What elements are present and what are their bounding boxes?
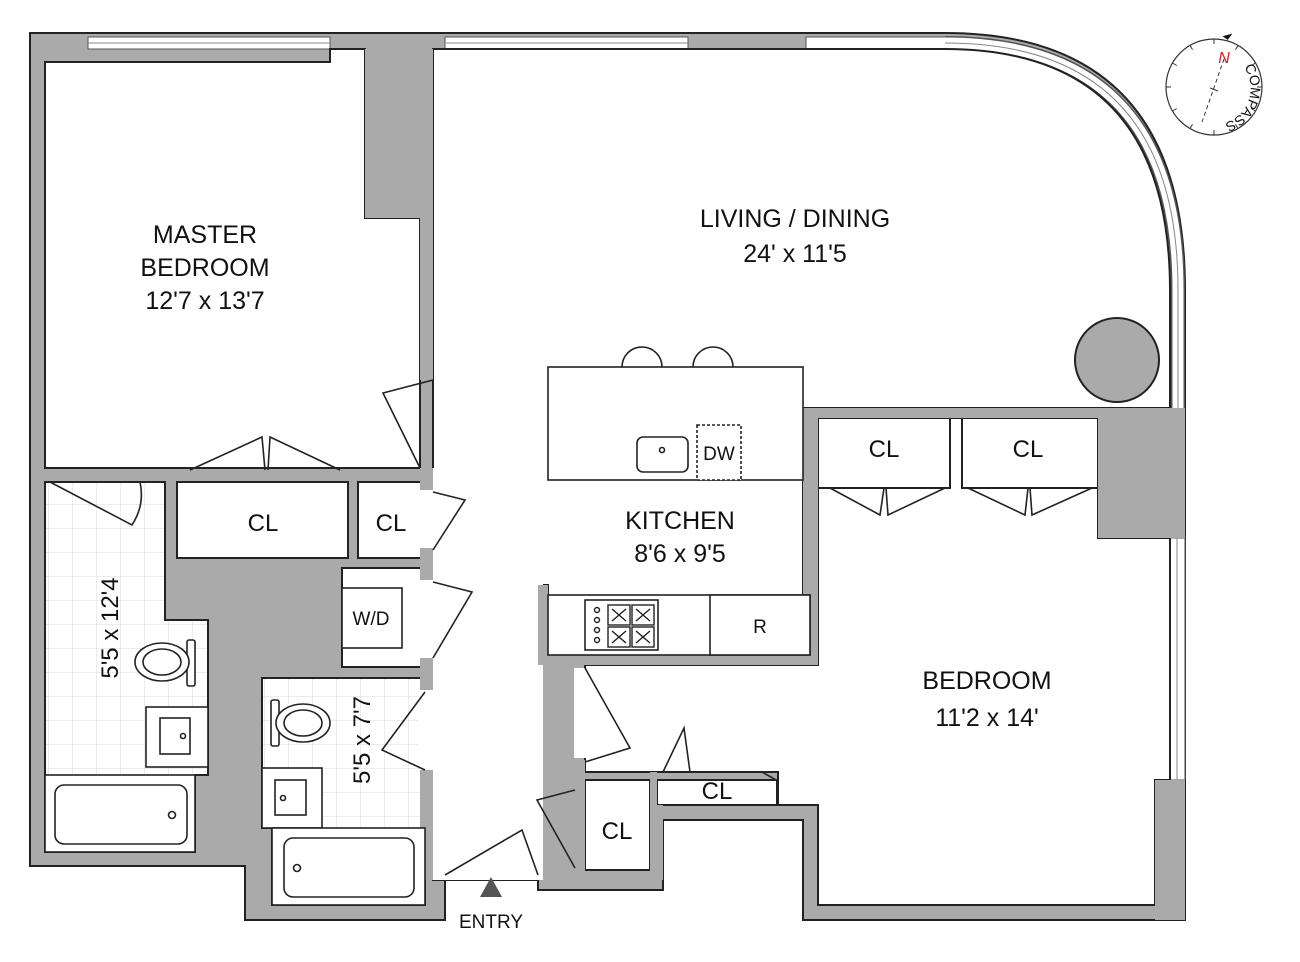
- entry-arrow-icon: [480, 877, 502, 897]
- closet-label: CL: [702, 778, 733, 805]
- bedroom-label: BEDROOM: [922, 667, 1051, 695]
- bedroom-closet-2: [961, 417, 1099, 489]
- bedroom-closet-1: [817, 417, 951, 489]
- entry-closet: [584, 779, 651, 871]
- closet-label: CL: [248, 510, 279, 537]
- compass-north: N: [1218, 50, 1230, 67]
- closet-label: CL: [1013, 436, 1044, 463]
- master-bath-fixtures: [44, 639, 209, 853]
- washer-dryer-label: W/D: [353, 609, 390, 630]
- sink: [636, 436, 689, 473]
- windows: [87, 36, 1186, 781]
- living-dining-label: LIVING / DINING: [700, 205, 890, 233]
- master-bath-size: 5'5 x 12'4: [97, 577, 124, 678]
- door-openings: [419, 490, 586, 770]
- closet-label: CL: [869, 436, 900, 463]
- bedroom-closet-3: [656, 779, 778, 806]
- bath-fixtures: [261, 699, 426, 906]
- hallway: [433, 468, 543, 880]
- dishwasher-label: DW: [703, 444, 735, 465]
- north-arrow-icon: [1222, 33, 1233, 40]
- interior-walls: [365, 49, 1185, 920]
- kitchen-label: KITCHEN: [625, 507, 735, 535]
- kitchen-island: DW: [547, 346, 804, 481]
- compass: N COMPASS: [1165, 33, 1264, 136]
- master-bedroom-label: MASTER: [153, 221, 257, 249]
- master-bedroom-label-2: BEDROOM: [140, 254, 269, 282]
- closet-label: CL: [602, 818, 633, 845]
- entry-label: ENTRY: [459, 912, 523, 933]
- closet-1: [176, 481, 349, 559]
- washer-dryer: [341, 587, 403, 649]
- refrigerator: [709, 594, 811, 656]
- closet-label: CL: [376, 510, 407, 537]
- structural-column: [1074, 317, 1160, 403]
- kitchen-counter: R: [547, 594, 811, 656]
- living-dining-size: 24' x 11'5: [743, 240, 847, 268]
- refrigerator-label: R: [753, 617, 767, 638]
- door-swings: [49, 379, 1093, 876]
- bedroom-size: 11'2 x 14': [935, 704, 1039, 732]
- dishwasher: [696, 424, 742, 481]
- kitchen-size: 8'6 x 9'5: [634, 540, 726, 568]
- bath-size: 5'5 x 7'7: [349, 696, 376, 784]
- master-bedroom-size: 12'7 x 13'7: [145, 287, 264, 315]
- closet-2: [357, 481, 426, 559]
